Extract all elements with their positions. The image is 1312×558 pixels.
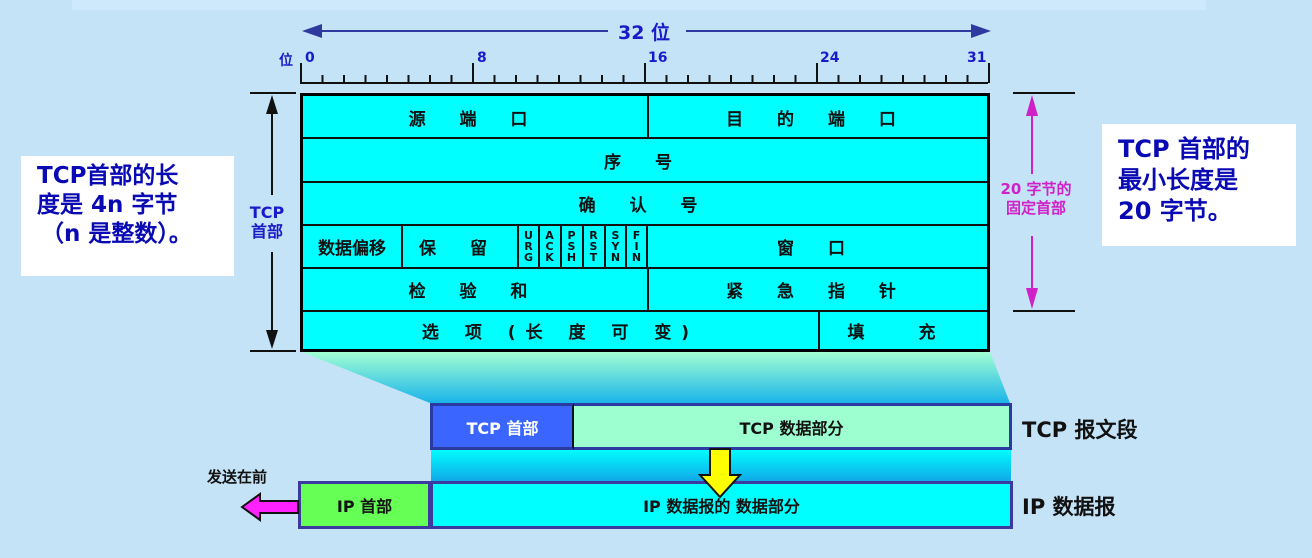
field-destination-port: 目 的 端 口 [726, 109, 910, 130]
datagram-name: IP 数据报 [1022, 495, 1116, 519]
field-ack-number: 确 认 号 [578, 196, 712, 216]
field-source-port: 源 端 口 [408, 109, 542, 130]
note-line: （n 是整数）。 [41, 221, 192, 247]
fixed-header-span-label: 20 字节的 固定首部 [996, 180, 1076, 218]
min-length-note: TCP 首部的 最小长度是 20 字节。 [1102, 124, 1296, 246]
tick-label-0: 0 [305, 50, 315, 66]
field-padding: 填 充 [847, 323, 960, 343]
span-line: TCP [249, 203, 285, 222]
note-line: 20 字节。 [1118, 197, 1232, 225]
field-data-offset: 数据偏移 [318, 239, 386, 259]
note-line: 最小长度是 [1118, 166, 1238, 194]
top-band [72, 0, 1206, 10]
field-options: 选 项 (长 度 可 变) [421, 323, 700, 343]
segment-tcp-header: TCP 首部 [430, 403, 574, 450]
tcp-header-span-arrow [250, 92, 296, 352]
field-reserved: 保 留 [419, 239, 501, 259]
encapsulate-arrow-icon [697, 448, 743, 499]
span-line: 首部 [250, 222, 283, 241]
segment-name: TCP 报文段 [1022, 418, 1138, 442]
span-line: 固定首部 [1005, 199, 1066, 217]
field-window: 窗 口 [777, 239, 859, 259]
send-first-label: 发送在前 [207, 468, 268, 486]
span-line: 20 字节的 [1000, 180, 1072, 198]
note-line: TCP首部的长 [37, 163, 179, 189]
ruler-unit-label: 位 [279, 53, 293, 69]
field-sequence-number: 序 号 [604, 152, 686, 173]
field-urgent-pointer: 紧 急 指 针 [726, 282, 910, 302]
ruler-title: 32 位 [617, 22, 671, 44]
bit-ruler [300, 24, 991, 84]
header-length-note: TCP首部的长 度是 4n 字节 （n 是整数）。 [21, 156, 234, 276]
tick-label-16: 16 [648, 50, 668, 66]
tcp-header-span-label: TCP 首部 [238, 203, 296, 241]
note-line: 度是 4n 字节 [37, 192, 178, 218]
tick-label-24: 24 [820, 50, 840, 66]
send-first-arrow-icon [240, 492, 299, 522]
tick-label-31: 31 [967, 50, 987, 66]
datagram-ip-header: IP 首部 [298, 481, 431, 529]
field-checksum: 检 验 和 [408, 282, 542, 302]
segment-tcp-data: TCP 数据部分 [574, 403, 1012, 450]
note-line: TCP 首部的 [1118, 135, 1250, 163]
tick-label-8: 8 [477, 50, 487, 66]
fixed-header-span-arrow [1013, 92, 1075, 312]
